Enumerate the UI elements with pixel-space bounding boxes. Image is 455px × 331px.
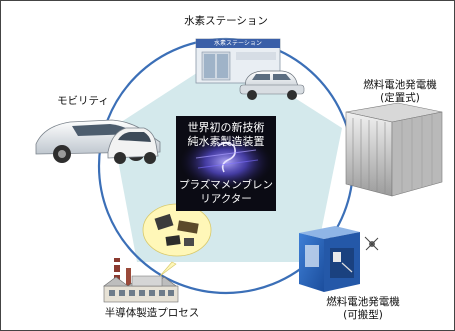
hydrogen-station-illustration <box>195 38 305 100</box>
chip-bubble-illustration <box>142 203 212 277</box>
hydrogen-station-label: 水素ステーション <box>184 15 268 27</box>
stationary-fuel-cell-label-line1: 燃料電池発電機 <box>363 79 437 91</box>
mobility-label: モビリティ <box>57 95 109 107</box>
hub-device-line1: プラズマメンブレン <box>179 179 273 191</box>
stationary-fuel-cell-label: 燃料電池発電機 (定置式) <box>350 79 450 105</box>
mobility-illustration <box>35 119 161 164</box>
portable-fuel-cell-label: 燃料電池発電機 (可搬型) <box>313 296 413 322</box>
hub-device-line2: リアクター <box>200 193 252 205</box>
portable-fuel-cell-illustration <box>299 226 379 292</box>
stationary-fuel-cell-illustration <box>345 102 443 197</box>
portable-fuel-cell-label-line2: (可搬型) <box>343 309 383 321</box>
station-sign-text: 水素ステーション <box>214 40 262 47</box>
portable-fuel-cell-label-line1: 燃料電池発電機 <box>326 296 400 308</box>
semiconductor-process-label: 半導体製造プロセス <box>104 307 200 319</box>
hub-title-line1: 世界初の新技術 <box>187 121 265 134</box>
hub-title-line2: 純水素製造装置 <box>187 135 265 148</box>
stationary-fuel-cell-label-line2: (定置式) <box>380 92 420 104</box>
reactor-hub-panel <box>176 116 276 211</box>
semiconductor-factory-illustration <box>103 258 179 303</box>
